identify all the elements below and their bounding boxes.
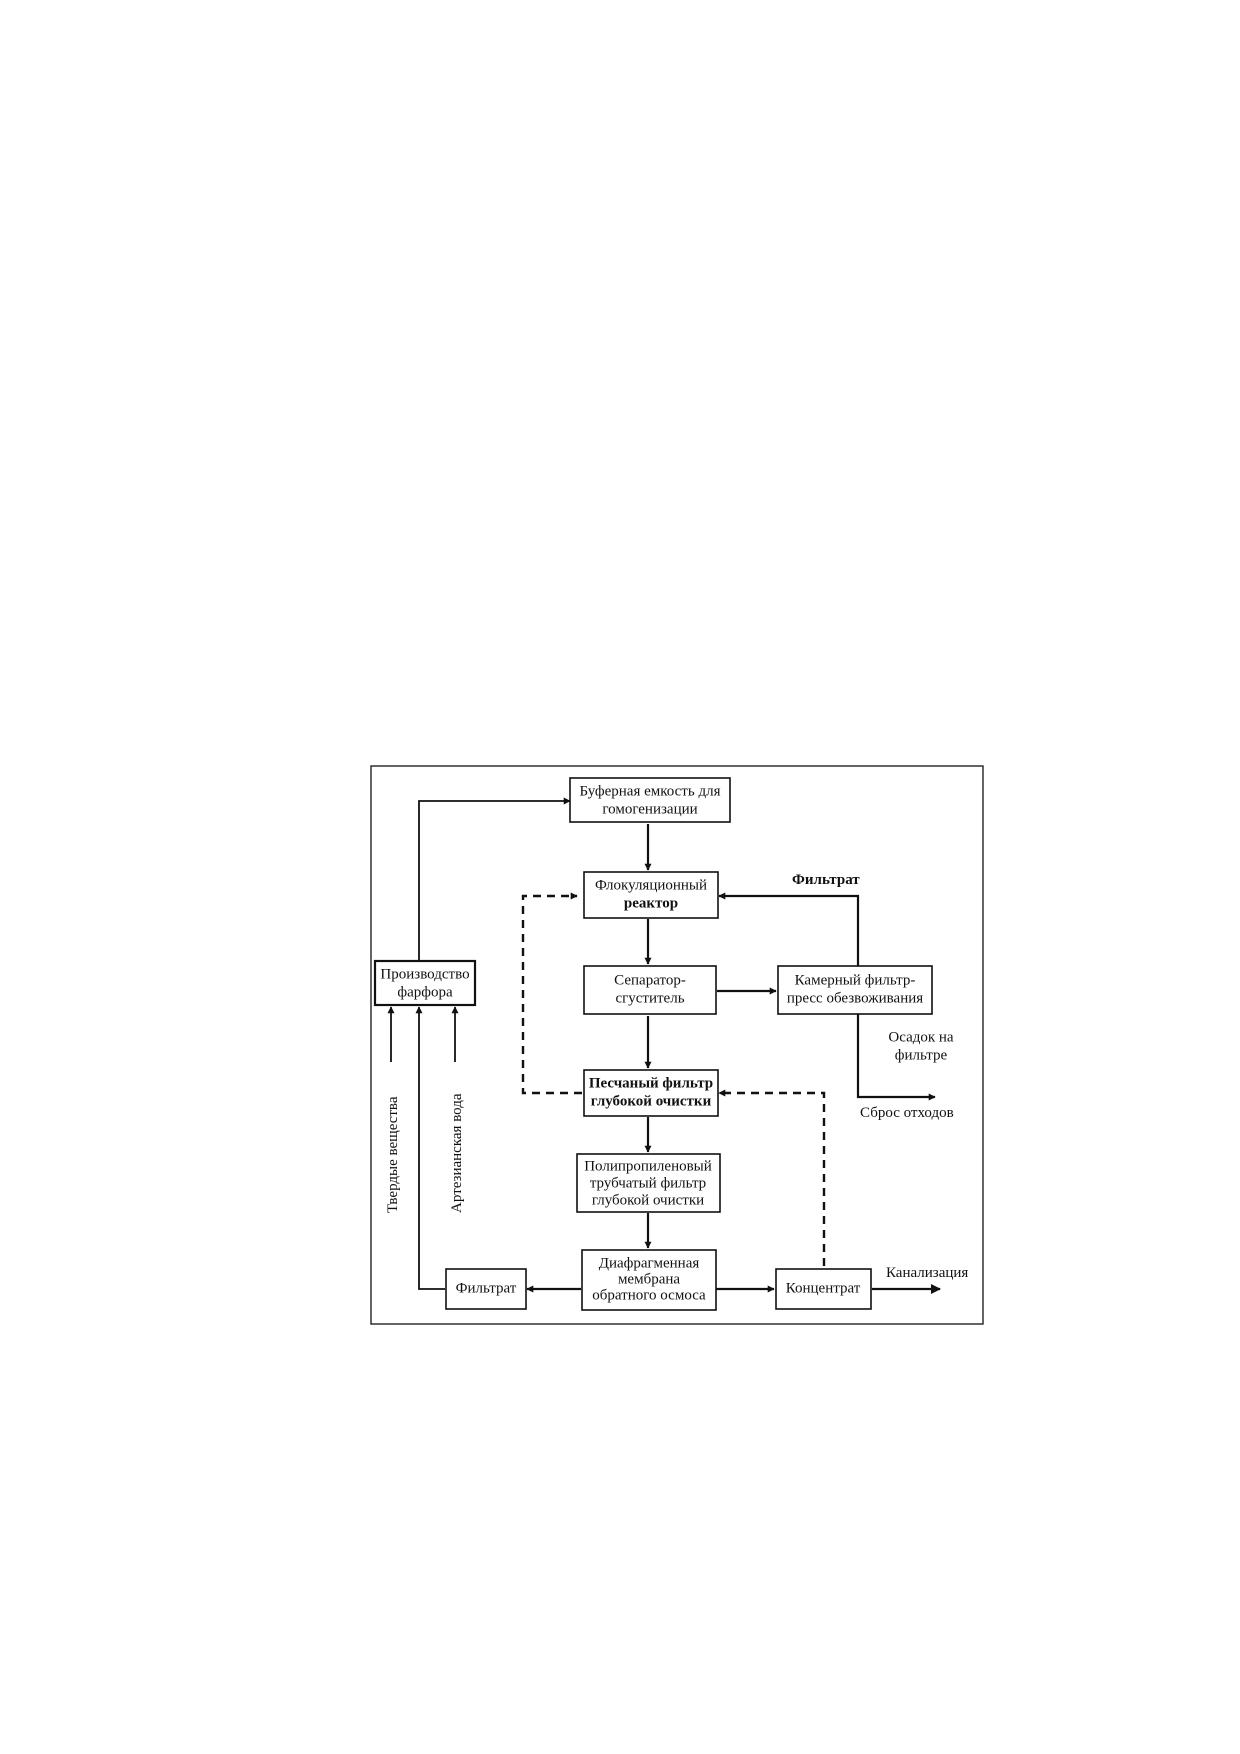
diagram-frame: [370, 765, 984, 1325]
node-chamber-line2: пресс обезвоживания: [787, 990, 923, 1006]
node-buffer-line2: гомогенизации: [602, 801, 697, 817]
node-sand-filter: Песчаный фильтр глубокой очистки: [583, 1069, 719, 1117]
node-production-line2: фарфора: [397, 984, 453, 1000]
node-membrane-line2: мембрана: [618, 1271, 680, 1287]
node-separator-thickener: Сепаратор- сгуститель: [583, 965, 717, 1015]
flow-filtrate-to-production: [415, 1006, 445, 1290]
label-sediment-line2: фильтре: [895, 1047, 948, 1063]
node-poly-line3: глубокой очистки: [592, 1192, 704, 1208]
node-membrane-line1: Диафрагменная: [599, 1255, 700, 1271]
dashed-concentrate-to-sand: [718, 1089, 826, 1266]
node-production-line1: Производство: [380, 966, 469, 982]
node-separator-line2: сгуститель: [615, 990, 684, 1006]
node-floc-line2: реактор: [624, 895, 678, 911]
node-poly-line2: трубчатый фильтр: [590, 1175, 706, 1191]
node-chamber-filter-press: Камерный фильтр- пресс обезвоживания: [777, 965, 933, 1015]
label-artesian-water: Артезианская вода: [449, 1093, 465, 1213]
node-membrane-line3: обратного осмоса: [592, 1287, 706, 1303]
node-sand-line1: Песчаный фильтр: [589, 1075, 713, 1091]
label-waste: Сброс отходов: [860, 1105, 954, 1121]
node-concentrate-label: Концентрат: [786, 1280, 861, 1296]
flow-chamber-filtrate-to-floc: [718, 892, 860, 967]
node-floc-line1: Флокуляционный: [595, 877, 707, 893]
node-buffer-line1: Буферная емкость для: [580, 783, 721, 799]
dashed-sand-to-floc: [521, 892, 582, 1095]
label-filtrate-top: Фильтрат: [792, 872, 860, 888]
node-sand-line2: глубокой очистки: [591, 1093, 712, 1109]
node-porcelain-production: Производство фарфора: [373, 959, 477, 1007]
node-separator-line1: Сепаратор-: [614, 972, 686, 988]
label-sewer: Канализация: [886, 1265, 968, 1281]
node-ro-membrane: Диафрагменная мембрана обратного осмоса: [581, 1249, 717, 1311]
node-flocculation-reactor: Флокуляционный реактор: [583, 871, 719, 919]
label-sediment-line1: Осадок на: [888, 1029, 954, 1045]
node-chamber-line1: Камерный фильтр-: [795, 972, 916, 988]
node-polypropylene-filter: Полипропиленовый трубчатый фильтр глубок…: [576, 1153, 721, 1213]
flow-chamber-to-waste: [856, 1014, 936, 1101]
flow-production-to-buffer: [418, 797, 571, 961]
node-buffer-tank: Буферная емкость для гомогенизации: [569, 777, 731, 823]
node-filtrate: Фильтрат: [445, 1268, 527, 1310]
label-solids: Твердые вещества: [385, 1096, 401, 1213]
node-filtrate-label: Фильтрат: [456, 1280, 517, 1296]
node-poly-line1: Полипропиленовый: [584, 1158, 712, 1174]
node-concentrate: Концентрат: [775, 1268, 872, 1310]
